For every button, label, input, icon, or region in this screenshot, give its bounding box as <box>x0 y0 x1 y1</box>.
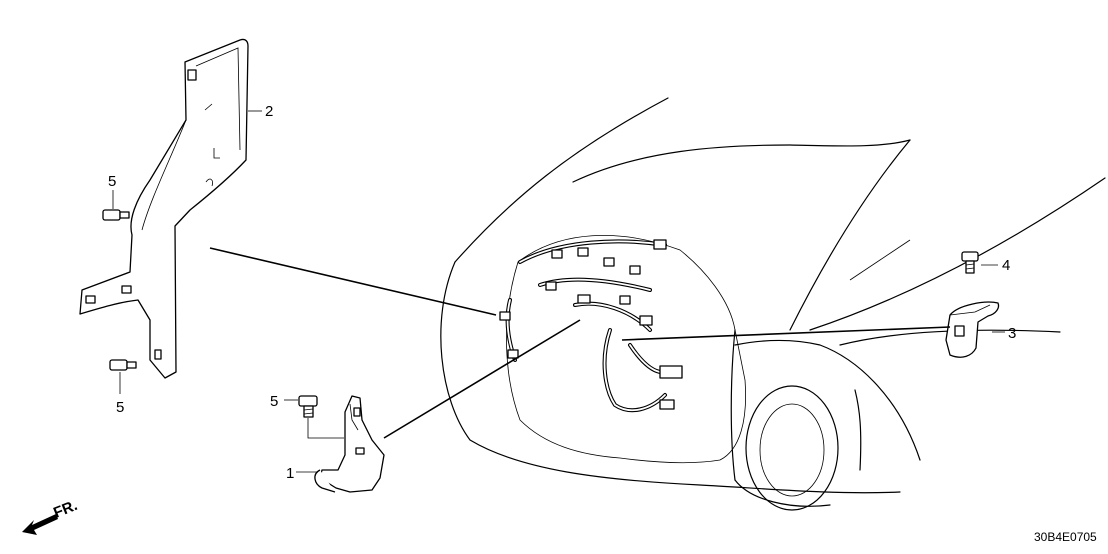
part-3-bracket <box>945 301 1000 358</box>
engine-bay-region <box>506 235 746 464</box>
part-2-cover <box>79 38 249 379</box>
direction-label: FR. <box>51 497 80 522</box>
car-body-outline <box>440 97 1106 511</box>
bolt-4-icon <box>961 251 979 274</box>
front-direction-indicator: FR. <box>22 497 80 535</box>
arrow-icon <box>22 514 58 535</box>
bolt-5c-icon <box>298 395 318 418</box>
callouts: 2 4 3 5 5 5 1 <box>108 103 1016 482</box>
bolt-5a-icon <box>102 209 130 221</box>
diagram-code: 30B4E0705 <box>1034 530 1097 544</box>
part-1-bracket <box>314 395 385 493</box>
bolt-5b-icon <box>109 359 137 371</box>
wire-harness <box>499 239 683 413</box>
callout-5-middle: 5 <box>116 399 124 416</box>
callout-4: 4 <box>1002 257 1010 274</box>
callout-1: 1 <box>286 465 294 482</box>
callout-3: 3 <box>1008 325 1016 342</box>
callout-5-bottom: 5 <box>270 393 278 410</box>
callout-5-top: 5 <box>108 173 116 190</box>
callout-2: 2 <box>265 103 273 120</box>
leader-lines <box>209 247 951 439</box>
